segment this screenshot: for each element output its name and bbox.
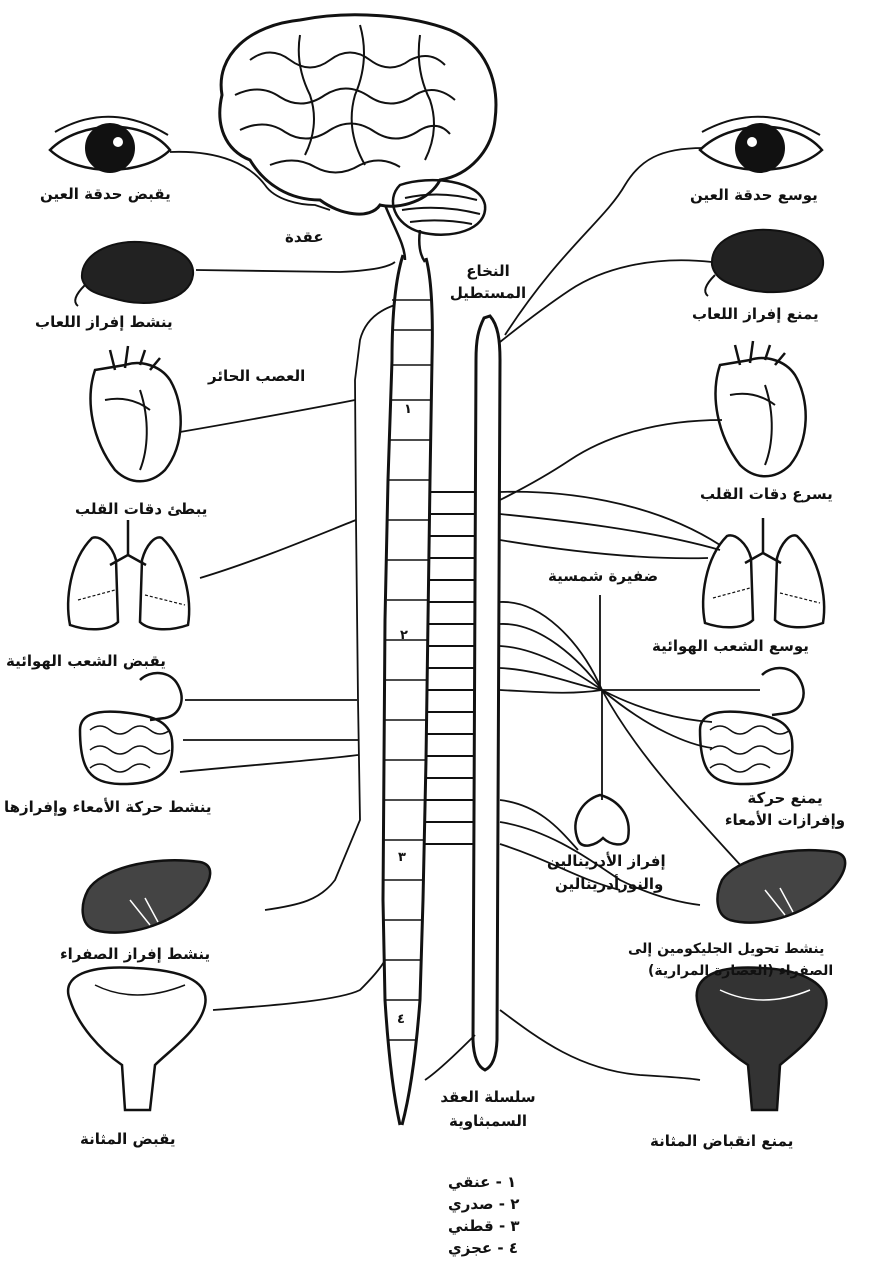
legend-item-sacral: ٤ - عجزي (448, 1239, 518, 1258)
right-liver-label-line1: ينشط تحويل الجليكومين إلى (628, 940, 824, 959)
right-liver-label-line2: الصفراء (العصارة المرارية) (648, 962, 833, 981)
left-lungs-label: يقبض الشعب الهوائية (6, 652, 166, 671)
left-intestine-illustration (80, 673, 182, 784)
solar-plexus-label: ضفيرة شمسية (548, 567, 658, 586)
left-salivary-gland-illustration (75, 242, 193, 306)
left-intestine-label: ينشط حركة الأمعاء وإفرازها (4, 798, 212, 817)
right-eye-illustration (700, 117, 822, 172)
left-bladder-label: يقبض المثانة (80, 1130, 176, 1149)
brain-illustration (220, 15, 496, 262)
legend-item-thoracic: ٢ - صدري (448, 1195, 519, 1214)
right-lungs-illustration (703, 518, 824, 627)
sympathetic-chain-label-line1: سلسلة العقد (428, 1088, 548, 1107)
segment-number-thoracic: ٢ (400, 628, 408, 643)
right-bladder-label: يمنع انقباض المثانة (650, 1132, 793, 1151)
legend-item-lumbar: ٣ - قطني (448, 1217, 520, 1236)
right-lungs-label: يوسع الشعب الهوائية (652, 637, 809, 656)
left-heart-illustration (91, 346, 181, 481)
adrenaline-label-line1: إفراز الأدرينالين (547, 852, 666, 871)
right-bladder-illustration (697, 967, 827, 1110)
segment-number-cervical: ١ (404, 402, 412, 417)
right-saliva-label: يمنع إفراز اللعاب (692, 305, 819, 324)
left-saliva-label: ينشط إفراز اللعاب (35, 313, 173, 332)
left-heart-label: يبطئ دقات القلب (75, 500, 207, 519)
legend-item-cervical: ١ - عنقي (448, 1173, 516, 1192)
left-lungs-illustration (68, 520, 189, 629)
ganglion-label: عقدة (285, 228, 324, 247)
sympathetic-chain-label-line2: السمبثاوية (428, 1112, 548, 1131)
adrenal-gland-illustration (575, 795, 628, 846)
sympathetic-chain-illustration (424, 316, 500, 1070)
left-eye-illustration (50, 117, 170, 172)
spinal-cord-label-line2: المستطيل (448, 284, 528, 303)
left-bladder-illustration (68, 967, 205, 1110)
segment-number-sacral: ٤ (397, 1012, 405, 1027)
left-liver-label: ينشط إفراز الصفراء (60, 945, 210, 964)
right-intestine-label-line1: يمنع حركة (730, 789, 840, 808)
right-eye-label: يوسع حدقة العين (690, 186, 818, 205)
vagus-nerve-label: العصب الحائر (208, 367, 305, 386)
right-heart-illustration (716, 341, 806, 476)
right-intestine-illustration (700, 668, 804, 784)
adrenaline-label-line2: والنورأدرينالين (555, 875, 663, 894)
right-heart-label: يسرع دقات القلب (700, 485, 833, 504)
right-salivary-gland-illustration (705, 230, 823, 296)
spinal-cord-illustration (383, 255, 433, 1125)
left-eye-label: يقبض حدقة العين (40, 185, 171, 204)
left-liver-illustration (83, 860, 210, 932)
segment-number-lumbar: ٣ (398, 850, 406, 865)
spinal-cord-label-line1: النخاع (448, 262, 528, 281)
right-intestine-label-line2: وإفرازات الأمعاء (715, 811, 855, 830)
